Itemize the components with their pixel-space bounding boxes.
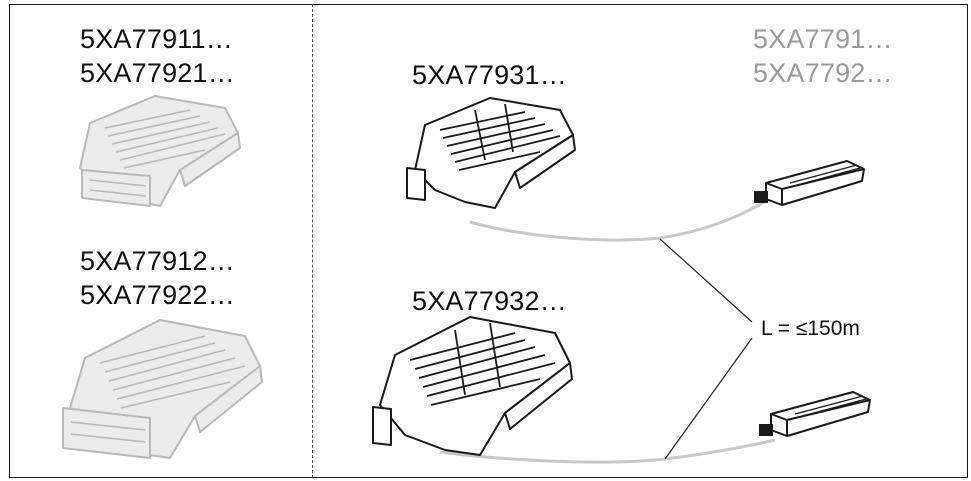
diagram-frame xyxy=(9,4,968,478)
label-5XA77932: 5XA77932… xyxy=(412,286,567,316)
driver-top-icon xyxy=(754,160,865,206)
label-5XA77911: 5XA77911… xyxy=(80,24,233,54)
luminaire-5XA77911-icon xyxy=(79,95,241,207)
label-5XA7791: 5XA7791… xyxy=(753,24,893,54)
luminaire-5XA77932-icon xyxy=(372,316,573,456)
length-leader-top xyxy=(659,238,753,323)
bottom-cable xyxy=(439,438,776,464)
luminaire-5XA77912-icon xyxy=(62,319,263,459)
label-5XA77921: 5XA77921… xyxy=(80,58,235,88)
cable-length-label: L = ≤150m xyxy=(761,317,860,340)
section-divider xyxy=(312,4,313,478)
label-5XA77931: 5XA77931… xyxy=(412,60,567,90)
luminaire-5XA77931-icon xyxy=(406,97,576,209)
top-cable xyxy=(469,196,771,242)
label-5XA7792: 5XA7792… xyxy=(753,58,893,88)
driver-bottom-icon xyxy=(759,391,871,437)
label-5XA77922: 5XA77922… xyxy=(80,280,235,310)
label-5XA77912: 5XA77912… xyxy=(80,246,235,276)
length-leader-bottom xyxy=(664,337,753,460)
